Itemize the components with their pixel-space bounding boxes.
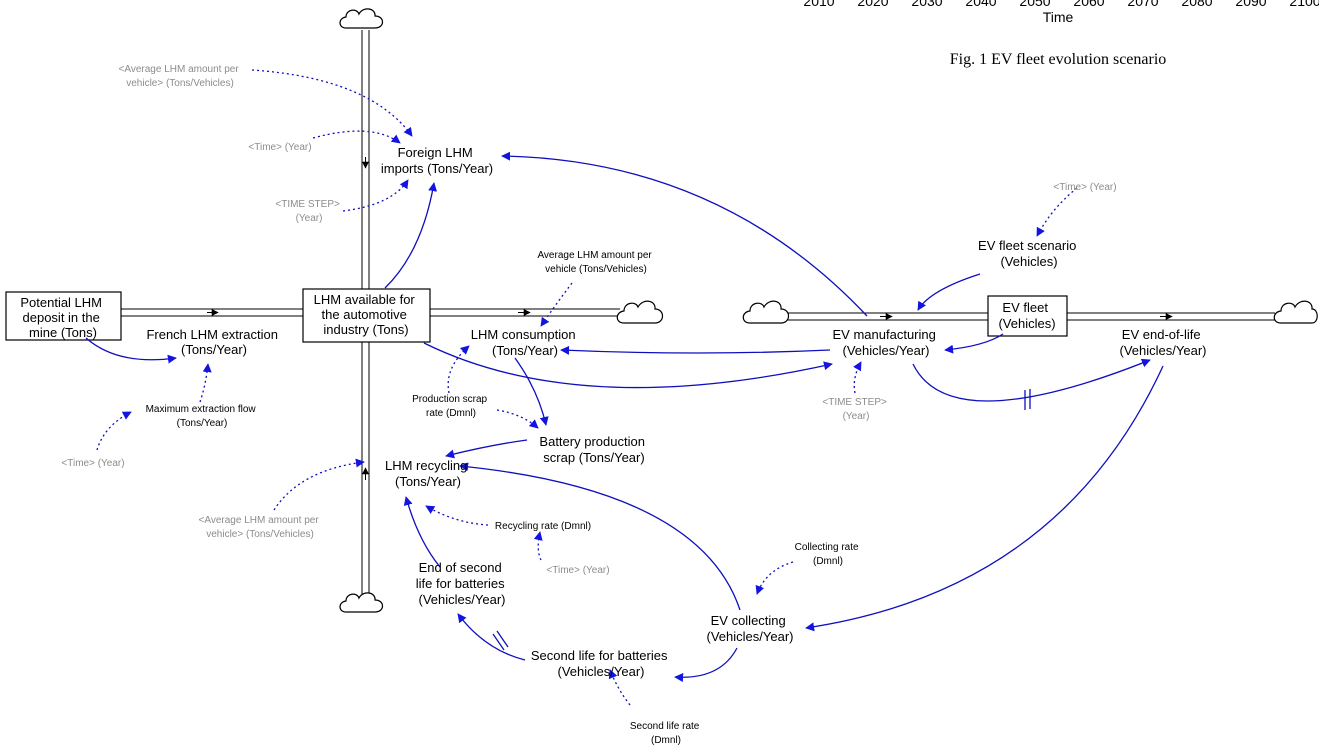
cloud-icon [1273,300,1318,324]
stock-ev-fleet-label: EV fleet (Vehicles) [998,300,1055,331]
cloud-icon [339,8,384,29]
stock-potential-deposit-box [5,291,122,341]
cloud-icon [742,300,790,324]
shadow-time-fleet-scenario-label: <Time> (Year) [1053,182,1116,193]
axis-tick: 2010 [803,0,834,9]
flow-ev-manufacturing-label: EV manufacturing (Vehicles/Year) [833,327,940,358]
var-ev-collecting-label: EV collecting (Vehicles/Year) [707,613,794,644]
var-ev-fleet-scenario-label: EV fleet scenario (Vehicles) [978,238,1080,269]
axis-tick: 2060 [1073,0,1104,9]
clouds [339,8,1318,613]
param-max-extraction-label: Maximum extraction flow (Tons/Year) [146,404,259,429]
info-links [96,69,1078,706]
axis-tick: 2090 [1235,0,1266,9]
axis-tick: 2080 [1181,0,1212,9]
shadow-time-extraction-label: <Time> (Year) [61,458,124,469]
shadow-time-step-imports-label: <TIME STEP> (Year) [275,199,342,224]
cloud-icon [339,592,384,613]
shadow-variables: <Average LHM amount per vehicle> (Tons/V… [61,64,1116,576]
causal-links [85,151,1164,683]
shadow-avg-lhm-bottom-label: <Average LHM amount per vehicle> (Tons/V… [199,515,322,540]
param-production-scrap-rate-label: Production scrap rate (Dmnl) [412,394,490,419]
axis-tick: 2020 [857,0,888,9]
delay-mark-icon [496,630,509,648]
param-second-life-rate-label: Second life rate (Dmnl) [630,721,702,746]
flows: French LHM extraction (Tons/Year) Foreig… [146,145,1206,489]
parameters: Maximum extraction flow (Tons/Year) Aver… [146,250,862,746]
shadow-avg-lhm-top-label: <Average LHM amount per vehicle> (Tons/V… [119,64,242,89]
stock-lhm-available-box [302,288,431,343]
param-avg-lhm-label: Average LHM amount per vehicle (Tons/Veh… [537,250,654,275]
shadow-time-step-manufacturing-label: <TIME STEP> (Year) [822,397,889,422]
shadow-time-recycling-label: <Time> (Year) [546,565,609,576]
param-collecting-rate-label: Collecting rate (Dmnl) [795,542,862,567]
var-second-life-label: Second life for batteries (Vehicles/Year… [531,648,671,679]
delay-mark-icon [492,633,505,651]
figure-caption: Fig. 1 EV fleet evolution scenario [950,51,1167,68]
shadow-time-imports-label: <Time> (Year) [248,142,311,153]
axis-tick: 2050 [1019,0,1050,9]
flow-french-extraction-label: French LHM extraction (Tons/Year) [146,327,281,357]
stock-potential-deposit-label: Potential LHM deposit in the mine (Tons) [20,295,105,340]
flow-lhm-recycling-label: LHM recycling (Tons/Year) [385,458,471,489]
figure-axis: 2010 2020 2030 2040 2050 2060 2070 2080 … [803,0,1319,68]
variables: Battery production scrap (Tons/Year) EV … [416,238,1080,679]
flow-lhm-consumption-label: LHM consumption (Tons/Year) [471,327,579,358]
var-end-second-life-label: End of second life for batteries (Vehicl… [416,560,509,607]
axis-tick: 2100 [1289,0,1319,9]
stock-lhm-available-label: LHM available for the automotive industr… [314,292,419,337]
param-recycling-rate-label: Recycling rate (Dmnl) [495,521,591,532]
axis-tick: 2040 [965,0,996,9]
axis-title: Time [1043,9,1074,25]
var-battery-scrap-label: Battery production scrap (Tons/Year) [539,434,648,465]
delay-marks [492,389,1031,651]
axis-tick: 2030 [911,0,942,9]
flow-direction-arrows [207,157,1173,480]
flow-foreign-imports-label: Foreign LHM imports (Tons/Year) [381,145,493,176]
flow-ev-end-of-life-label: EV end-of-life (Vehicles/Year) [1120,327,1207,358]
stocks: Potential LHM deposit in the mine (Tons)… [5,288,1068,343]
cloud-icon [616,300,664,324]
stock-ev-fleet-box [987,295,1068,337]
axis-tick: 2070 [1127,0,1158,9]
